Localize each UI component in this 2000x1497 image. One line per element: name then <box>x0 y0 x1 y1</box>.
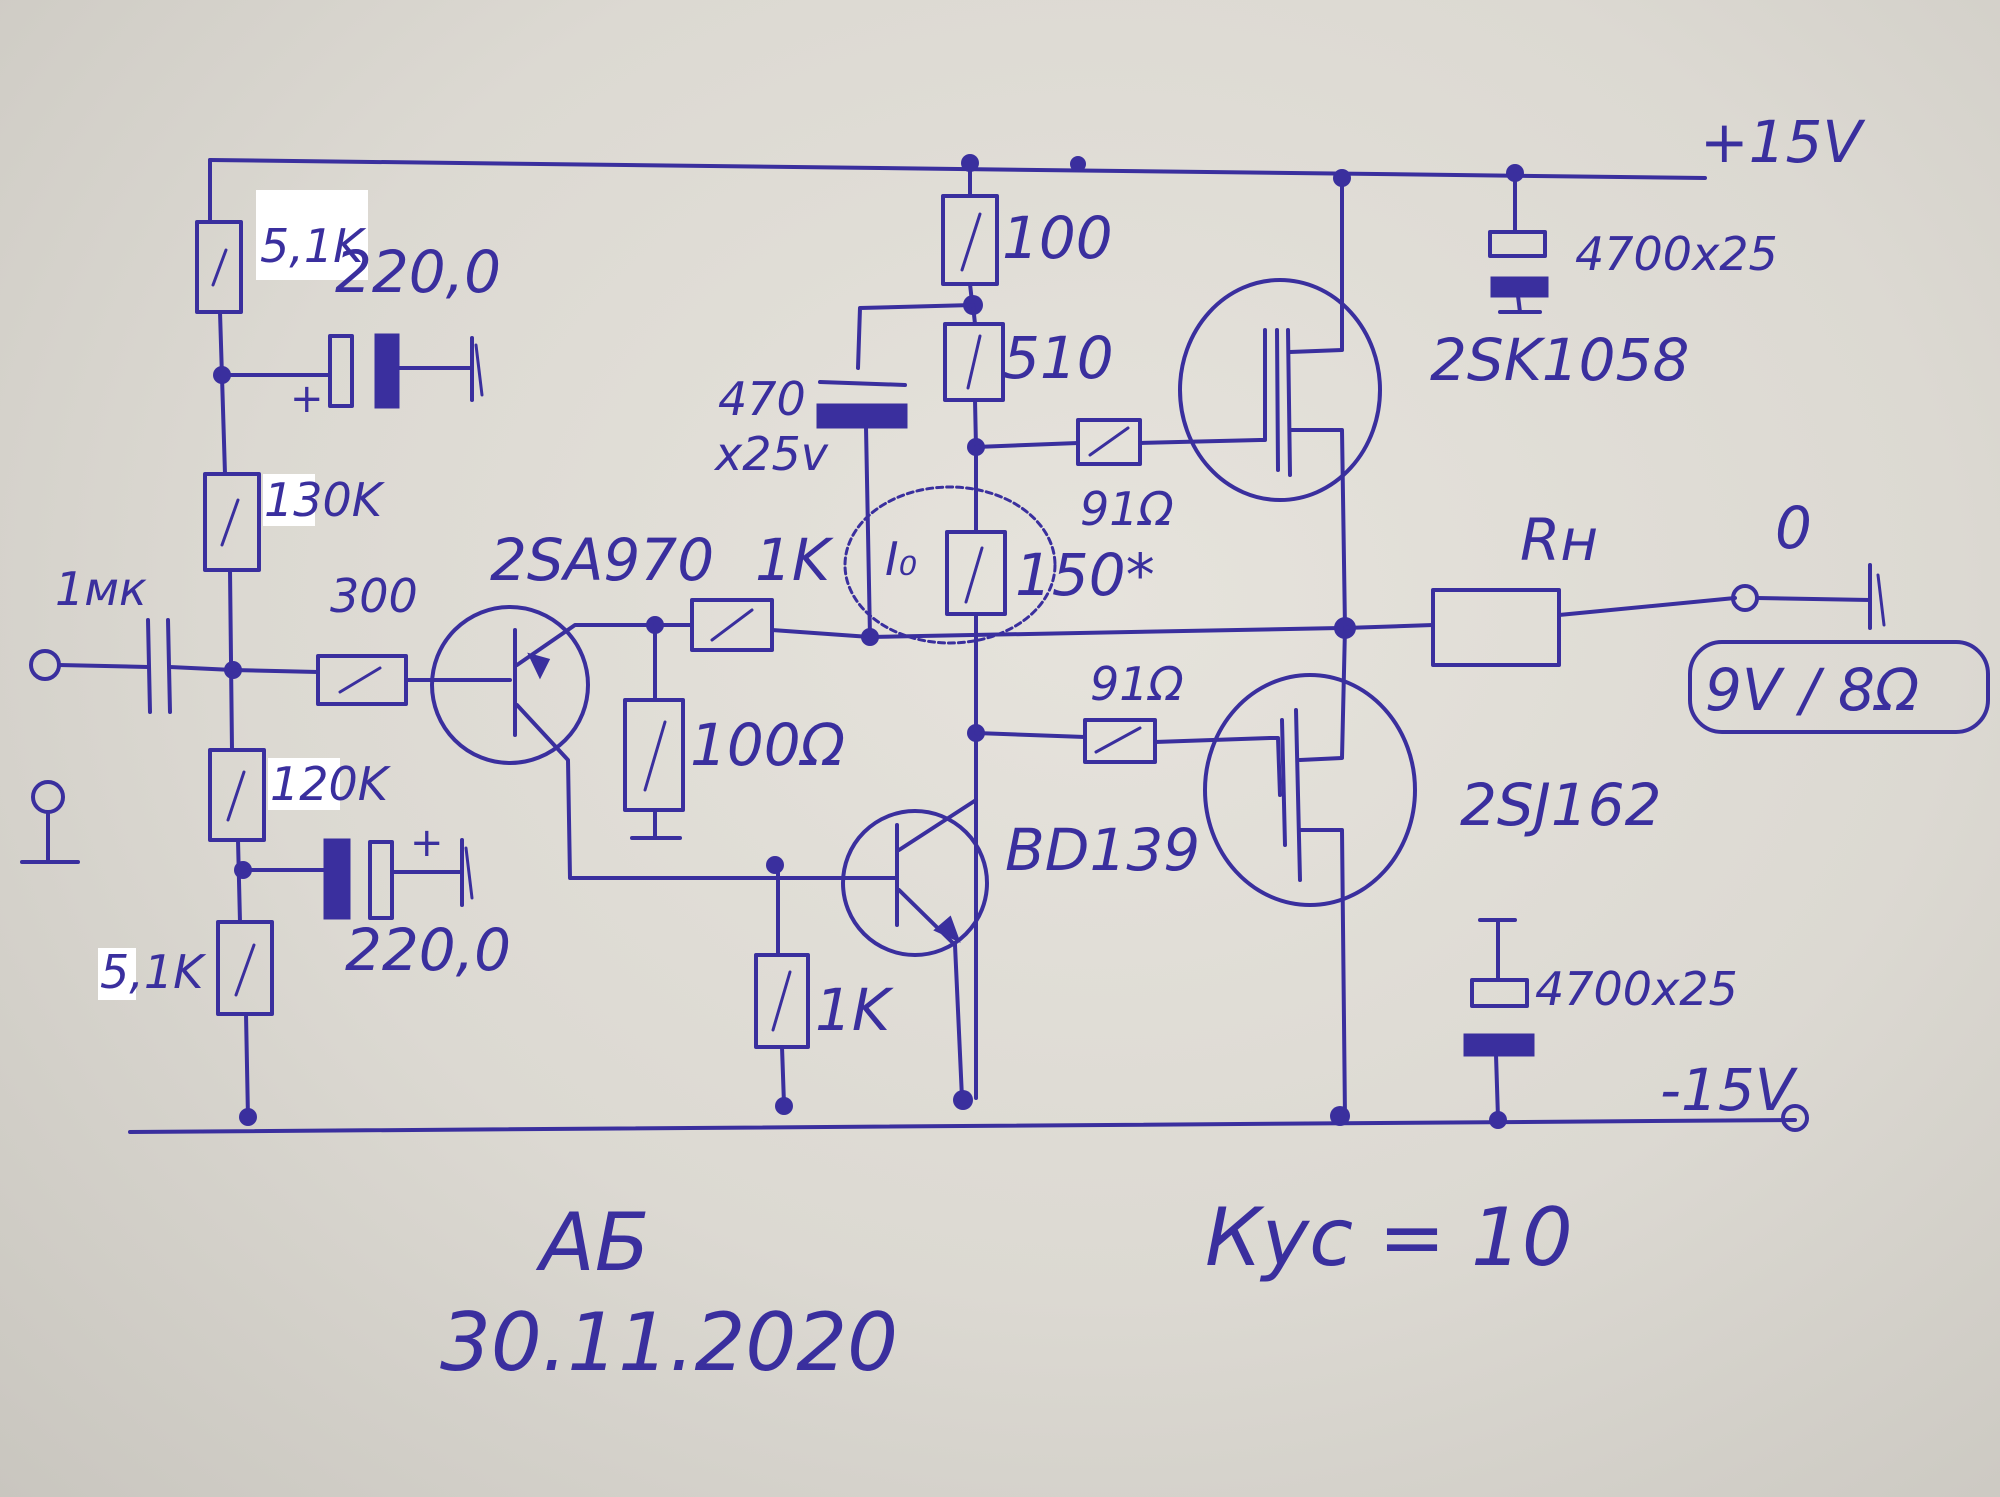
load-label: Rн <box>1520 506 1598 574</box>
pnp-emitter-network <box>623 598 872 840</box>
load-network <box>1343 563 1990 734</box>
c-upper-label: 220,0 <box>335 238 501 306</box>
load-ground-label: 0 <box>1775 494 1812 562</box>
bootstrap-network <box>816 154 1086 1100</box>
load-rating-box <box>1688 640 1990 734</box>
pnp-collector-r-label: 1K <box>755 526 834 594</box>
mosfet-upper-label: 2SK1058 <box>1430 326 1689 394</box>
gate-r-lower-label: 91Ω <box>1090 657 1184 711</box>
positive-rail <box>208 158 1707 180</box>
svg-text:+: + <box>410 820 444 866</box>
c-lower-label: 220,0 <box>345 916 511 984</box>
supply-cap-lower <box>1463 918 1809 1132</box>
r-bottom-label: 5,1K <box>100 945 207 999</box>
supply-cap-upper-label: 4700x25 <box>1575 227 1778 281</box>
labels: +15V -15V 5,1K 220,0 130K 120K 220,0 5,1… <box>55 108 1919 1389</box>
resistor-130k <box>203 472 261 572</box>
npn-transistor <box>754 798 989 1115</box>
pnp-part-label: 2SA970 <box>490 526 714 594</box>
vas-base-r-label: 1K <box>815 976 894 1044</box>
input-cap-label: 1мк <box>55 562 147 616</box>
r100-label: 100 <box>1002 204 1113 272</box>
resistor-1k-feedback <box>690 598 774 652</box>
resistor-100 <box>941 194 999 286</box>
author-label: АБ <box>535 1196 650 1289</box>
date-label: 30.11.2020 <box>440 1296 898 1389</box>
output-node-line <box>868 626 1342 639</box>
gate-resistors <box>974 418 1272 764</box>
input-terminal <box>29 649 61 681</box>
pnp-transistor <box>430 605 772 880</box>
supply-cap-upper <box>1488 164 1549 314</box>
input-ground-terminal <box>31 780 65 814</box>
mosfet-lower-label: 2SJ162 <box>1460 771 1662 839</box>
mosfet-upper <box>1178 169 1382 630</box>
supply-cap-lower-label: 4700x25 <box>1535 962 1738 1016</box>
gain-label: Кус = 10 <box>1205 1191 1573 1284</box>
gate-resistor-lower <box>1083 718 1157 764</box>
pnp-emitter-r-label: 100Ω <box>690 711 845 779</box>
negative-rail-label: -15V <box>1660 1056 1799 1124</box>
gate-r-upper-label: 91Ω <box>1080 482 1174 536</box>
negative-rail <box>128 1118 1797 1134</box>
positive-rail-label: +15V <box>1700 108 1866 176</box>
bias-chain: + + <box>195 158 484 1126</box>
r510-label: 510 <box>1003 324 1114 392</box>
r-upper-label: 130K <box>264 473 386 527</box>
series-r-label: 300 <box>330 569 418 623</box>
vas-part-label: BD139 <box>1005 816 1200 884</box>
bias-r-label: 150* <box>1015 541 1155 609</box>
input-stage <box>20 618 447 864</box>
load-rating-label: 9V / 8Ω <box>1705 656 1919 724</box>
load-resistor <box>1431 588 1561 667</box>
r-lower-label: 120K <box>270 757 392 811</box>
bias-current-label: I₀ <box>885 532 917 586</box>
mosfet-lower <box>1203 617 1417 1126</box>
svg-text:+: + <box>290 376 324 422</box>
cap470-voltage-label: x25v <box>713 427 829 481</box>
cap470-label: 470 <box>718 372 806 426</box>
r-top-label: 5,1K <box>260 219 367 273</box>
